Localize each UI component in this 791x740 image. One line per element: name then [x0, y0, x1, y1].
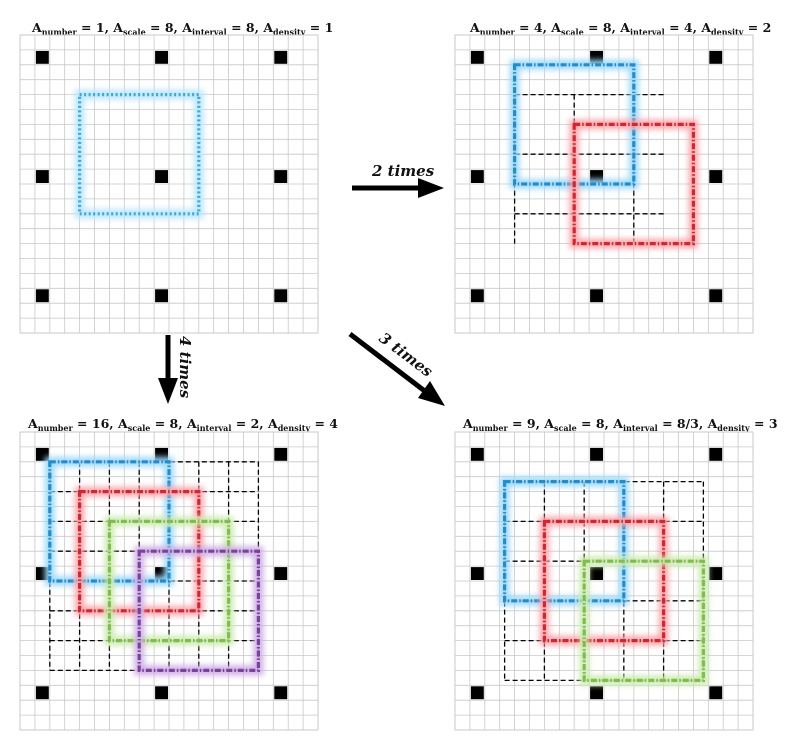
panel-single-window — [19, 34, 319, 334]
anchor-point — [35, 170, 49, 183]
panel-two-times — [454, 34, 754, 334]
panel-1-title: Anumber = 1, Ascale = 8, Ainterval = 8, … — [31, 20, 333, 37]
panel-2-title: Anumber = 4, Ascale = 8, Ainterval = 4, … — [469, 20, 771, 37]
anchor-point — [274, 50, 288, 64]
anchor-point — [155, 170, 168, 183]
anchor-point — [709, 289, 723, 303]
anchor-point — [470, 567, 484, 580]
sliding-window — [512, 63, 636, 186]
anchor-point — [709, 50, 723, 64]
arrow-four-times-label: 4 times — [176, 336, 194, 399]
arrow-two-times-label: 2 times — [371, 162, 435, 180]
arrow-head — [418, 381, 445, 406]
panel-three-times — [454, 431, 754, 731]
anchor-point — [155, 686, 168, 700]
svg-text:Anumber = 9, Ascale = 8, Ainte: Anumber = 9, Ascale = 8, Ainterval = 8/3… — [462, 416, 778, 433]
anchor-point — [709, 686, 723, 700]
sliding-window — [572, 122, 695, 246]
anchor-point — [470, 50, 484, 64]
anchor-point — [590, 447, 603, 461]
anchor-point — [590, 567, 603, 580]
anchor-point — [35, 686, 49, 700]
arrow-head — [158, 378, 178, 404]
panel-3-title: Anumber = 16, Ascale = 8, Ainterval = 2,… — [27, 416, 338, 433]
arrow-three-times-label: 3 times — [376, 329, 437, 381]
sliding-window — [48, 460, 171, 583]
anchor-point — [470, 170, 484, 183]
anchor-point — [155, 289, 168, 303]
anchor-point — [274, 447, 288, 461]
anchor-point — [155, 50, 168, 64]
sliding-window — [503, 480, 626, 603]
anchor-point — [274, 289, 288, 303]
sliding-window — [77, 489, 201, 613]
svg-text:Anumber = 4, Ascale = 8, Ainte: Anumber = 4, Ascale = 8, Ainterval = 4, … — [469, 20, 771, 37]
sliding-window — [77, 92, 201, 216]
anchor-point — [470, 289, 484, 303]
sliding-window — [582, 559, 705, 682]
anchor-point — [35, 50, 49, 64]
anchor-point — [274, 170, 288, 183]
anchor-point — [35, 289, 49, 303]
sliding-window — [137, 549, 260, 672]
anchor-point — [709, 447, 723, 461]
anchor-point — [470, 686, 484, 700]
arrow-three-times: 3 times — [348, 329, 445, 406]
sliding-window — [107, 519, 231, 643]
arrow-two-times: 2 times — [352, 162, 444, 198]
anchor-point — [470, 447, 484, 461]
anchor-point — [709, 170, 723, 183]
anchor-point — [709, 567, 723, 580]
arrow-four-times: 4 times — [158, 335, 194, 404]
sliding-window — [542, 519, 666, 643]
svg-text:Anumber = 1, Ascale = 8, Ainte: Anumber = 1, Ascale = 8, Ainterval = 8, … — [31, 20, 333, 37]
anchor-point — [274, 567, 288, 580]
panel-four-times — [19, 431, 319, 731]
panel-4-title: Anumber = 9, Ascale = 8, Ainterval = 8/3… — [462, 416, 778, 433]
svg-text:Anumber = 16, Ascale = 8, Aint: Anumber = 16, Ascale = 8, Ainterval = 2,… — [27, 416, 338, 433]
arrow-head — [418, 178, 444, 198]
anchor-point — [274, 686, 288, 700]
anchor-point — [590, 686, 603, 700]
anchor-point — [590, 289, 603, 303]
